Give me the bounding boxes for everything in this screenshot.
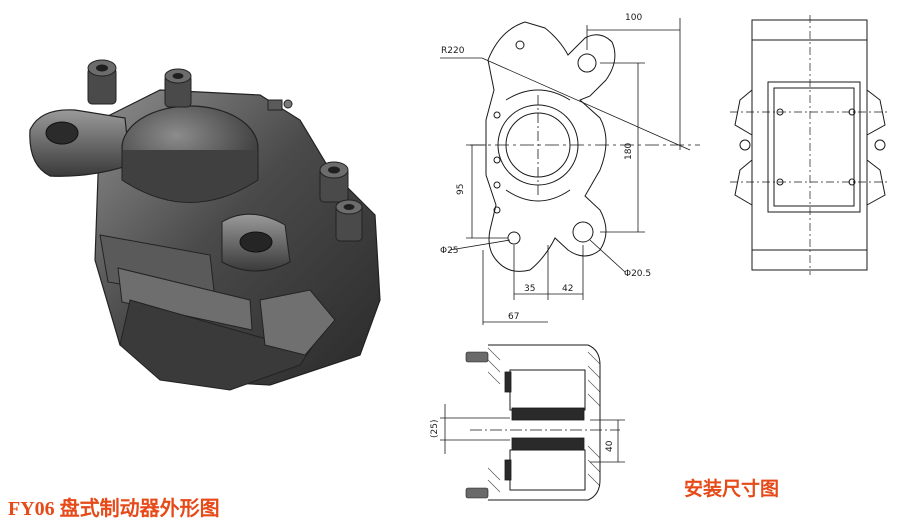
dim-height-left: 95 <box>456 184 466 195</box>
dim-gap-25: (25) <box>430 420 440 438</box>
dim-height-right: 180 <box>624 143 634 160</box>
dim-width-top: 100 <box>625 13 642 23</box>
install-drawing-title: 安装尺寸图 <box>684 479 780 500</box>
caliper-body <box>29 59 381 391</box>
dim-span-67: 67 <box>508 312 519 322</box>
product-title: FY06 盘式制动器外形图 <box>8 498 220 520</box>
dim-span-35: 35 <box>524 284 535 294</box>
dim-hole-left: Φ25 <box>440 246 459 256</box>
dim-gap-40: 40 <box>605 440 615 452</box>
dim-hole-right: Φ20.5 <box>624 269 651 279</box>
dim-radius: R220 <box>441 46 465 56</box>
dim-span-42: 42 <box>562 284 573 294</box>
